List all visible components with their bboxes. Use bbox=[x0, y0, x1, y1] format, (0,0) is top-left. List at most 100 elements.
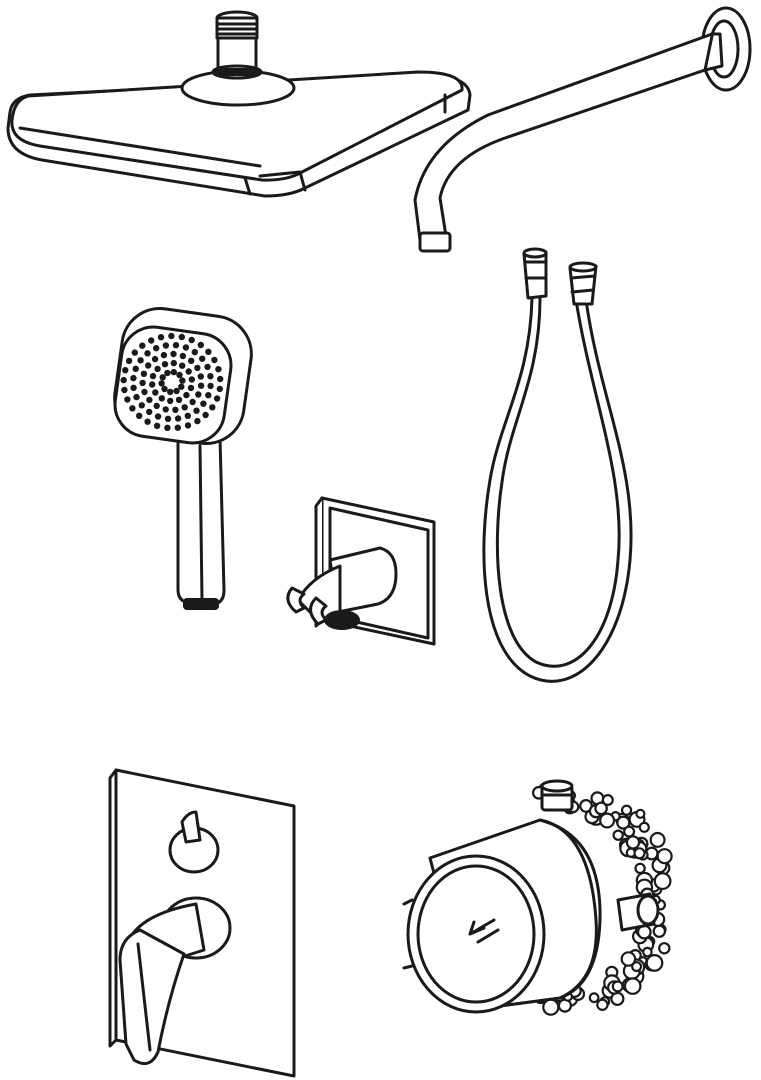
spray-nozzle bbox=[179, 362, 186, 369]
spray-nozzle bbox=[188, 376, 195, 383]
spray-nozzle bbox=[139, 379, 146, 387]
spray-nozzle bbox=[182, 344, 190, 351]
wall-outlet-holder-icon bbox=[286, 496, 436, 646]
spray-nozzle bbox=[161, 361, 169, 368]
foam-blob bbox=[652, 924, 667, 938]
spray-nozzle bbox=[152, 389, 159, 396]
spray-nozzle-grid bbox=[120, 332, 224, 431]
spray-nozzle bbox=[145, 362, 152, 369]
spray-nozzle bbox=[164, 415, 172, 422]
spray-nozzle bbox=[176, 371, 183, 379]
spray-nozzle bbox=[168, 332, 175, 340]
spray-nozzle bbox=[179, 377, 186, 384]
spray-nozzle bbox=[164, 369, 171, 377]
spray-nozzle bbox=[122, 367, 129, 374]
spray-nozzle bbox=[164, 424, 171, 431]
foam-blob bbox=[642, 946, 653, 958]
spray-nozzle bbox=[146, 408, 153, 416]
spray-nozzle bbox=[133, 393, 140, 401]
foam-blob bbox=[599, 812, 616, 829]
spray-nozzle bbox=[195, 391, 202, 398]
foam-blob bbox=[542, 998, 560, 1016]
spray-nozzle bbox=[174, 415, 182, 422]
spray-nozzle bbox=[191, 348, 198, 356]
spray-nozzle bbox=[149, 372, 157, 380]
spray-nozzle bbox=[149, 381, 156, 388]
foam-blob bbox=[623, 977, 642, 995]
spray-nozzle bbox=[146, 396, 153, 404]
spray-nozzle bbox=[215, 366, 222, 373]
spray-nozzle bbox=[200, 400, 207, 407]
foam-blob bbox=[656, 848, 673, 865]
spray-nozzle bbox=[167, 397, 174, 405]
foam-blob bbox=[625, 835, 641, 850]
spray-nozzle bbox=[158, 380, 165, 387]
spray-nozzle bbox=[148, 337, 155, 344]
spray-nozzle bbox=[178, 333, 185, 341]
spray-nozzle bbox=[174, 424, 181, 431]
spray-nozzle bbox=[144, 350, 151, 357]
hand-shower-icon bbox=[113, 306, 253, 610]
foam-blob bbox=[635, 808, 646, 819]
spray-nozzle bbox=[202, 411, 209, 419]
spray-nozzle bbox=[154, 365, 161, 373]
spray-nozzle bbox=[160, 351, 168, 359]
spray-nozzle bbox=[153, 402, 160, 410]
spray-nozzle bbox=[130, 374, 137, 382]
spray-nozzle bbox=[183, 391, 190, 399]
spray-nozzle bbox=[197, 382, 205, 389]
spray-nozzle bbox=[162, 406, 169, 413]
spray-nozzle bbox=[141, 388, 148, 396]
spray-nozzle bbox=[139, 342, 146, 349]
spray-nozzle bbox=[154, 413, 162, 420]
spray-nozzle bbox=[184, 412, 191, 419]
spray-nozzle bbox=[213, 395, 221, 402]
spray-nozzle bbox=[197, 373, 204, 380]
foam-blob bbox=[588, 992, 600, 1004]
foam-blob bbox=[596, 998, 609, 1012]
foam-blob bbox=[601, 793, 614, 806]
foam-blob bbox=[638, 821, 650, 833]
spray-nozzle bbox=[188, 336, 195, 344]
spray-nozzle bbox=[205, 348, 212, 355]
spray-nozzle bbox=[175, 396, 183, 403]
spray-nozzle bbox=[159, 374, 166, 381]
spray-nozzle bbox=[179, 352, 187, 360]
foam-blob bbox=[594, 801, 608, 816]
spray-nozzle bbox=[153, 345, 160, 352]
foam-blob bbox=[623, 825, 636, 838]
spray-nozzle bbox=[207, 373, 214, 380]
spray-nozzle bbox=[172, 406, 179, 413]
spray-nozzle bbox=[121, 386, 128, 394]
spray-nozzle bbox=[188, 357, 195, 364]
concealed-body-icon bbox=[402, 779, 673, 1016]
spray-nozzle bbox=[158, 395, 165, 402]
foam-blob bbox=[634, 862, 646, 875]
spray-nozzle bbox=[131, 349, 138, 356]
spray-nozzle bbox=[185, 368, 192, 375]
foam-blob bbox=[653, 872, 672, 890]
mixer-trim-icon bbox=[108, 768, 296, 1078]
foam-blob bbox=[633, 847, 646, 860]
spray-nozzle bbox=[194, 364, 201, 372]
shower-hose-icon bbox=[482, 247, 633, 683]
foam-blob bbox=[658, 942, 671, 955]
spray-nozzle bbox=[130, 384, 137, 391]
foam-blob bbox=[616, 815, 631, 830]
spray-nozzle bbox=[199, 355, 206, 362]
spray-nozzle bbox=[170, 350, 177, 358]
spray-nozzle bbox=[211, 356, 218, 364]
foam-blob bbox=[645, 954, 664, 972]
spray-nozzle bbox=[193, 407, 200, 414]
spray-nozzle bbox=[151, 355, 159, 363]
spray-nozzle bbox=[120, 376, 127, 384]
spray-nozzle bbox=[194, 417, 201, 425]
spray-nozzle bbox=[132, 365, 139, 372]
shower-arm-icon bbox=[413, 6, 752, 253]
spray-nozzle bbox=[129, 405, 136, 412]
spray-nozzle bbox=[189, 398, 196, 406]
spray-nozzle bbox=[136, 412, 143, 419]
spray-nozzle bbox=[173, 387, 180, 395]
